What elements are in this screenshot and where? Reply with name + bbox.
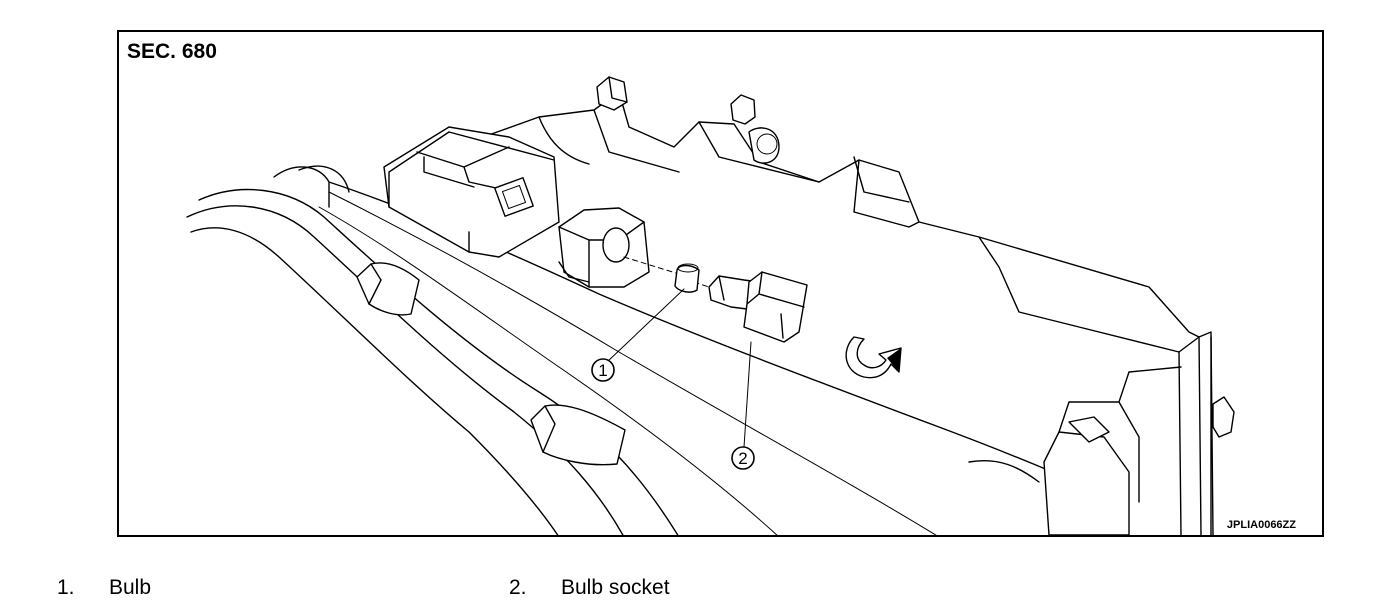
housing-body bbox=[328, 91, 1214, 535]
legend-item-bulb: 1. Bulb bbox=[57, 576, 151, 600]
callout-2: 2 bbox=[731, 341, 755, 470]
mounting-bolts bbox=[596, 76, 780, 164]
lens-bezel bbox=[186, 165, 937, 535]
rotation-arrow-icon bbox=[845, 336, 902, 379]
callout-1: 1 bbox=[591, 288, 685, 382]
lamp-housing-illustration: 1 2 bbox=[186, 76, 1235, 535]
legend-item-bulb-socket: 2. Bulb socket bbox=[509, 576, 670, 600]
section-label: SEC. 680 bbox=[127, 40, 217, 63]
legend-number: 1. bbox=[57, 576, 75, 599]
legend-label: Bulb bbox=[109, 576, 152, 599]
connector-block bbox=[383, 126, 560, 258]
legend-number: 2. bbox=[509, 576, 527, 599]
bezel-tabs bbox=[356, 262, 626, 466]
legend-label: Bulb socket bbox=[561, 576, 670, 599]
figure-frame: SEC. 680 bbox=[117, 30, 1324, 537]
bulb-socket bbox=[708, 271, 808, 343]
bulb-holder-boss bbox=[558, 207, 650, 288]
housing-right-detail bbox=[968, 366, 1235, 535]
bulb bbox=[674, 263, 700, 293]
svg-text:1: 1 bbox=[598, 361, 607, 380]
svg-text:2: 2 bbox=[738, 449, 747, 468]
image-code: JPLIA0066ZZ bbox=[1226, 519, 1296, 531]
